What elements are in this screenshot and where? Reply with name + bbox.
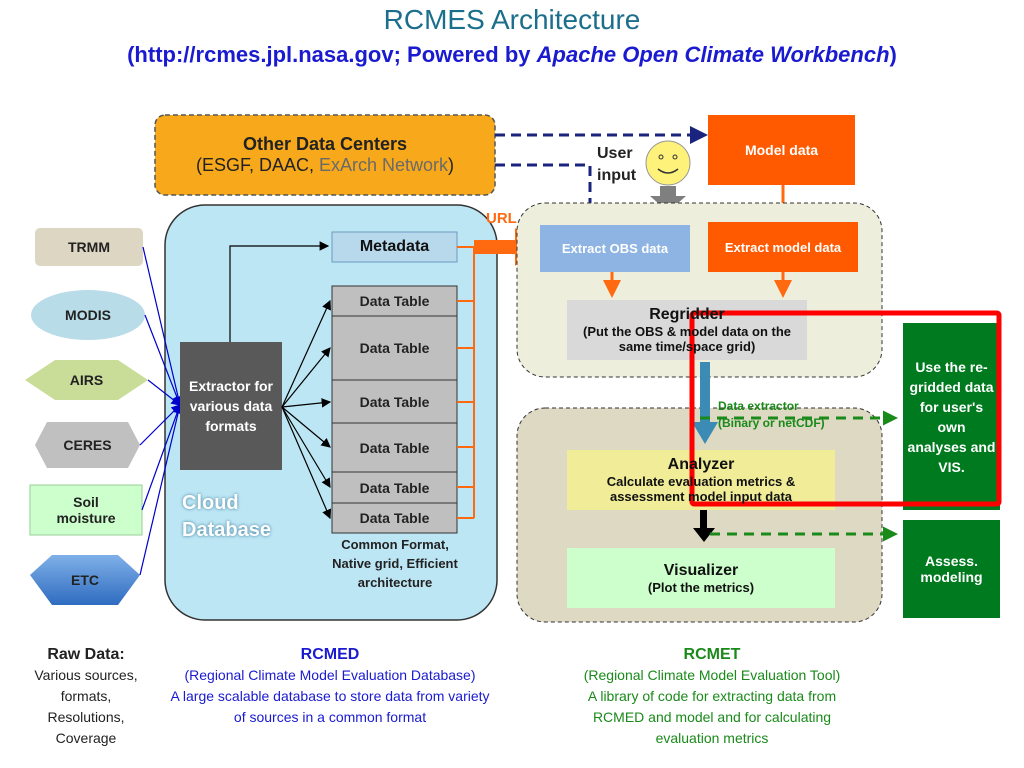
- data-extractor-line: Data extractor: [718, 399, 799, 413]
- regridder-desc: (Put the OBS & model data on the same ti…: [582, 324, 791, 354]
- highlight-rectangle: [689, 310, 1002, 507]
- source-soil-moisture: Soil moisture: [56, 494, 116, 526]
- assess-output-box: [903, 520, 1000, 618]
- caption-line: Resolutions,: [47, 709, 125, 725]
- subtitle-italic: Apache Open Climate Workbench: [536, 42, 890, 67]
- odc-open: (ESGF, DAAC,: [195, 155, 319, 175]
- extractor-label: Extractor for various data formats: [188, 378, 274, 434]
- source-etc-shape: [30, 555, 140, 605]
- caption-line: Coverage: [55, 730, 117, 746]
- source-ceres: CERES: [63, 437, 112, 453]
- user-input-line: input: [597, 167, 637, 184]
- analyzer-box: [567, 450, 835, 510]
- assess-output-label: Assess. modeling: [920, 553, 983, 585]
- caption-title: RCMET: [683, 646, 741, 663]
- source-trmm: TRMM: [68, 239, 110, 255]
- caption-line: formats,: [60, 688, 112, 704]
- url-label: URL: [486, 210, 517, 227]
- source-soil-shape: [29, 484, 143, 536]
- caption-rcmet: RCMET (Regional Climate Model Evaluation…: [532, 644, 892, 749]
- caption-title: Raw Data:: [47, 646, 125, 663]
- cloud-database-label: Cloud Database: [182, 492, 271, 541]
- odc-exarch: ExArch Network: [318, 155, 449, 175]
- caption-line: of sources in a common format: [233, 709, 427, 725]
- subtitle-prefix: (http://rcmes.jpl.nasa.gov; Powered by: [127, 42, 537, 67]
- data-table: Data Table: [359, 479, 430, 496]
- caption-rcmed: RCMED (Regional Climate Model Evaluation…: [150, 644, 510, 728]
- data-table: Data Table: [359, 340, 430, 356]
- caption-line: (Regional Climate Model Evaluation Tool): [583, 667, 841, 683]
- visualizer: Visualizer (Plot the metrics): [567, 548, 835, 608]
- extractor-box: [180, 342, 282, 470]
- caption-line: evaluation metrics: [655, 730, 769, 746]
- data-table: Data Table: [359, 510, 430, 526]
- extract-model-label: Extract model data: [724, 239, 842, 255]
- data-extractor-line: (Binary or netCDF): [718, 416, 825, 430]
- visualizer-desc: (Plot the metrics): [647, 579, 755, 595]
- extract-obs-label: Extract OBS data: [561, 241, 669, 256]
- model-data-label: Model data: [744, 142, 819, 158]
- subtitle-suffix: ): [889, 42, 897, 67]
- common-format-label: Common Format, Native grid, Efficient ar…: [332, 537, 458, 590]
- orange-bus: [457, 246, 475, 519]
- regridder-to-analyzer-arrow: [692, 362, 718, 444]
- caption-raw-data: Raw Data: Various sources, formats, Reso…: [0, 644, 172, 749]
- caption-line: (Regional Climate Model Evaluation Datab…: [184, 667, 476, 683]
- caption-line: RCMED and model and for calculating: [592, 709, 832, 725]
- visualizer-title: Visualizer: [663, 561, 739, 579]
- analyzer-to-visualizer-arrow: [693, 510, 715, 542]
- source-etc: ETC: [71, 572, 99, 588]
- source-modis: MODIS: [65, 307, 111, 323]
- analyzer: Analyzer Calculate evaluation metrics & …: [567, 450, 835, 510]
- caption-title: RCMED: [300, 646, 360, 663]
- caption-line: A library of code for extracting data fr…: [587, 688, 837, 704]
- smiley-icon: [645, 140, 691, 186]
- regridder: Regridder (Put the OBS & model data on t…: [567, 300, 807, 360]
- data-table-shapes: [331, 285, 458, 534]
- caption-line: Various sources,: [34, 667, 138, 683]
- user-input-label: User input: [597, 143, 636, 187]
- analyzer-title: Analyzer: [667, 456, 735, 473]
- data-table: Data Table: [359, 439, 430, 456]
- other-data-centers-title: Other Data Centers: [242, 134, 408, 154]
- data-extractor-label: Data extractor (Binary or netCDF): [718, 398, 825, 432]
- regridded-output-label: Use the re-gridded data for user's own a…: [907, 358, 996, 475]
- page-title: RCMES Architecture: [383, 4, 641, 35]
- model-data-box: [708, 115, 855, 185]
- caption-line: A large scalable database to store data …: [170, 688, 490, 704]
- user-input-arrow: [650, 186, 686, 212]
- user-input-line: User: [597, 145, 633, 162]
- other-data-centers: Other Data Centers (ESGF, DAAC, ExArch N…: [155, 115, 495, 195]
- dashed-arrow-to-obs: [495, 163, 599, 223]
- regridder-title: Regridder: [649, 306, 725, 323]
- extract-obs-box: [540, 225, 690, 272]
- other-data-centers-box: [154, 114, 496, 196]
- data-table: Data Table: [359, 293, 430, 309]
- page-subtitle: (http://rcmes.jpl.nasa.gov; Powered by A…: [0, 42, 1024, 68]
- extract-model-box: [708, 222, 858, 272]
- odc-close: ): [448, 155, 455, 175]
- regridded-output-box: [903, 323, 1000, 510]
- analyzer-desc: Calculate evaluation metrics & assessmen…: [606, 474, 796, 504]
- regridder-box: [567, 300, 807, 360]
- metadata-label: Metadata: [359, 238, 430, 255]
- source-trmm-shape: [35, 228, 143, 266]
- source-connectors: [139, 246, 183, 576]
- source-airs-shape: [25, 360, 148, 400]
- data-table: Data Table: [359, 393, 430, 410]
- visualizer-box: [567, 548, 835, 608]
- source-airs: AIRS: [69, 372, 104, 388]
- source-ceres-shape: [35, 422, 140, 468]
- source-modis-shape: [31, 290, 145, 340]
